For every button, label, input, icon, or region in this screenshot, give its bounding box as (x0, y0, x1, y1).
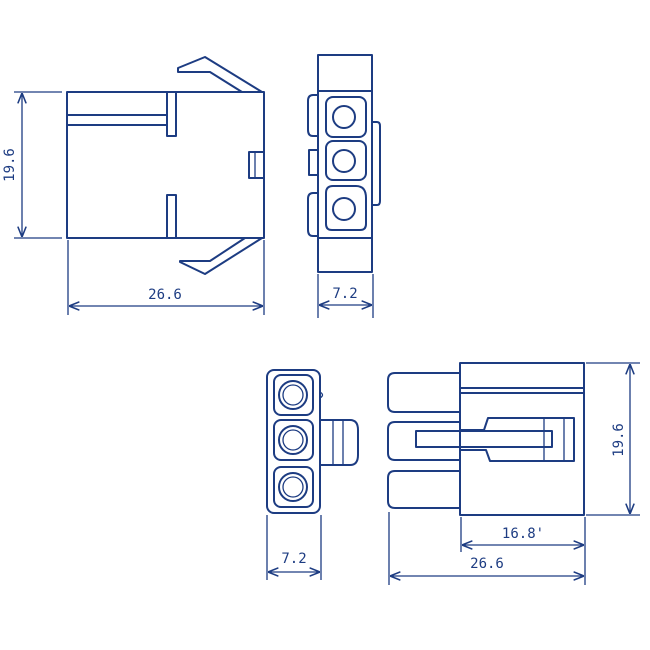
latch-bottom (179, 237, 263, 275)
latch-top (177, 56, 263, 93)
pin (387, 470, 460, 509)
body-length-dimension-label: 16.8' (502, 526, 544, 542)
pin-hole (282, 476, 304, 498)
female-side-view: 19.6 26.6 (2, 56, 265, 315)
pin-hole (332, 197, 356, 221)
pin-cavity (273, 466, 314, 508)
side-bump (307, 94, 318, 137)
pin-ring (278, 425, 308, 455)
pin-cavity (325, 185, 367, 231)
length-dimension-label: 26.6 (470, 556, 504, 572)
latch-outline (460, 417, 575, 462)
height-dimension-label: 19.6 (2, 148, 18, 182)
housing-body (266, 369, 321, 514)
side-bump (307, 192, 318, 237)
pin-cavity (273, 419, 314, 461)
slot (166, 194, 177, 239)
side-rail (372, 121, 381, 206)
width-dimension-label: 7.2 (281, 551, 306, 567)
small-bump (319, 391, 324, 399)
width-dimension-label: 7.2 (332, 286, 357, 302)
female-front-view: 7.2 (307, 54, 381, 318)
pin-ring (278, 380, 308, 410)
pin-hole (332, 105, 356, 129)
housing-body (66, 91, 265, 239)
height-dimension-label: 19.6 (611, 423, 627, 457)
side-tab (248, 151, 265, 179)
pin (387, 372, 460, 413)
pin-hole (332, 149, 356, 173)
pin-cavity (325, 96, 367, 138)
housing-body (459, 362, 585, 516)
pin-hole (282, 384, 304, 406)
latch-arm (415, 430, 553, 448)
male-front-view: 7.2 (266, 369, 359, 580)
pin-hole (282, 429, 304, 451)
pin-cavity (325, 140, 367, 181)
male-side-view: 19.6 16.8' 26.6 (387, 362, 640, 585)
slot (166, 91, 177, 137)
pin-ring (278, 472, 308, 502)
length-dimension-label: 26.6 (148, 287, 182, 303)
side-key (308, 149, 319, 176)
pin-cavity (273, 374, 314, 416)
pin (387, 421, 460, 461)
latch (320, 419, 359, 466)
